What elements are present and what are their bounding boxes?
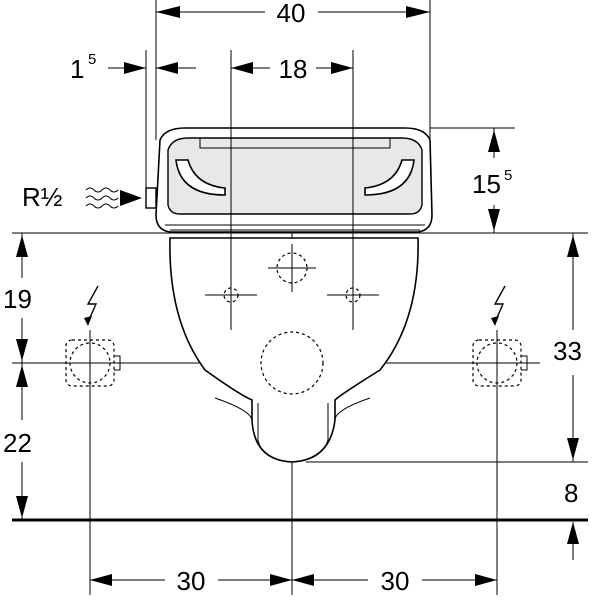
drain-outlet [260, 331, 324, 395]
dim-label-mid-spacing: 18 [279, 54, 308, 84]
lightning-icon [491, 285, 506, 326]
water-wave-icon [85, 187, 142, 209]
dim-label-top-width: 40 [277, 0, 306, 28]
dim-left-upper: 19 [3, 233, 32, 363]
lightning-icon [84, 285, 99, 326]
dim-bottom-right: 30 [292, 566, 497, 596]
dim-label-bottom-left: 30 [177, 566, 206, 596]
dim-label-right-height: 33 [553, 336, 582, 366]
dim-left-offset: 1 5 [70, 50, 196, 190]
dim-label-left-offset-sup: 5 [88, 51, 96, 68]
connection-label: R½ [22, 182, 62, 212]
dim-label-right-top-sup: 5 [504, 167, 512, 184]
dim-mid-spacing: 18 [230, 50, 354, 330]
dim-right-lower: 8 [564, 478, 579, 560]
electric-box-right [472, 339, 528, 387]
mounting-hole-top [268, 244, 316, 292]
dim-bottom-left: 30 [90, 566, 292, 596]
dim-top-width: 40 [155, 0, 431, 140]
dim-label-left-offset: 1 [70, 54, 84, 84]
electric-box-left [65, 339, 121, 387]
dim-right-top: 15 5 [430, 127, 515, 233]
water-inlet-label: R½ [22, 182, 142, 212]
dim-label-left-upper: 19 [3, 284, 32, 314]
dim-label-right-lower: 8 [564, 478, 578, 508]
water-inlet-connector [145, 187, 157, 209]
dim-label-right-top: 15 [472, 169, 501, 199]
dim-label-left-lower: 22 [3, 428, 32, 458]
seat-unit [155, 127, 433, 233]
dim-left-lower: 22 [3, 363, 32, 520]
dim-label-bottom-right: 30 [381, 566, 410, 596]
dim-right-height: 33 [306, 233, 588, 463]
bowl-body [169, 237, 419, 463]
